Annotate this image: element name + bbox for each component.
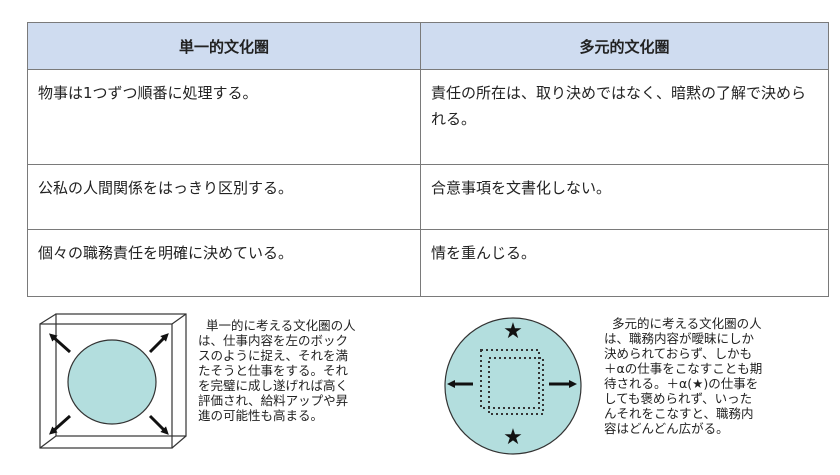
dotted-box-icon bbox=[480, 349, 544, 415]
header-multi-culture: 多元的文化圏 bbox=[420, 22, 829, 70]
single-culture-box-diagram bbox=[39, 313, 187, 449]
job-scope-circle-icon bbox=[444, 317, 582, 455]
table-cell: 個々の職務責任を明確に決めている。 bbox=[27, 228, 421, 298]
left-caption: 単一的に考える文化圏の人 は、仕事内容を左のボック スのように捉え、それを満 た… bbox=[198, 318, 408, 423]
caption-line: 容はどんどん広がる。 bbox=[604, 421, 729, 436]
caption-line: たそうと仕事をする。それ bbox=[198, 363, 349, 378]
right-caption: 多元的に考える文化圏の人 は、職務内容が曖昧にしか 決められておらず、しかも ＋… bbox=[604, 316, 824, 436]
caption-line: を完璧に成し遂げれば高く bbox=[198, 378, 349, 393]
multi-culture-circle-diagram: ★ ★ bbox=[444, 317, 582, 455]
caption-line: は、仕事内容を左のボック bbox=[198, 333, 349, 348]
outward-arrows-icon bbox=[49, 333, 169, 435]
caption-line: 待される。＋α(★)の仕事を bbox=[604, 376, 759, 391]
caption-line: スのように捉え、それを満 bbox=[198, 348, 349, 363]
star-icon: ★ bbox=[503, 425, 523, 450]
box-outline-icon bbox=[39, 313, 187, 449]
table-cell: 公私の人間関係をはっきり区別する。 bbox=[27, 163, 421, 230]
table-row: 個々の職務責任を明確に決めている。 情を重んじる。 bbox=[27, 228, 829, 298]
caption-line: 単一的に考える文化圏の人 bbox=[206, 318, 356, 333]
table-cell: 合意事項を文書化しない。 bbox=[420, 163, 829, 230]
caption-line: ＋αの仕事をこなすことも期 bbox=[604, 361, 763, 376]
caption-line: 進の可能性も高まる。 bbox=[198, 408, 324, 423]
caption-line: しても褒められず、いった bbox=[604, 391, 753, 406]
caption-line: 評価され、給料アップや昇 bbox=[198, 393, 349, 408]
star-icon: ★ bbox=[503, 319, 523, 344]
table-cell: 情を重んじる。 bbox=[420, 228, 829, 298]
table-row: 公私の人間関係をはっきり区別する。 合意事項を文書化しない。 bbox=[27, 163, 829, 230]
caption-line: 決められておらず、しかも bbox=[604, 346, 753, 361]
table-header-row: 単一的文化圏 多元的文化圏 bbox=[27, 22, 829, 70]
caption-line: んそれをこなすと、職務内 bbox=[604, 406, 754, 421]
caption-line: は、職務内容が曖昧にしか bbox=[604, 331, 755, 346]
job-scope-circle-icon bbox=[67, 339, 157, 425]
table-cell: 責任の所在は、取り決めではなく、暗黙の了解で決められる。 bbox=[420, 69, 829, 165]
header-single-culture: 単一的文化圏 bbox=[27, 22, 421, 70]
table-cell: 物事は1つずつ順番に処理する。 bbox=[27, 69, 421, 165]
table-row: 物事は1つずつ順番に処理する。 責任の所在は、取り決めではなく、暗黙の了解で決め… bbox=[27, 69, 829, 165]
comparison-table: 単一的文化圏 多元的文化圏 物事は1つずつ順番に処理する。 責任の所在は、取り決… bbox=[27, 22, 829, 298]
caption-line: 多元的に考える文化圏の人 bbox=[612, 316, 762, 331]
